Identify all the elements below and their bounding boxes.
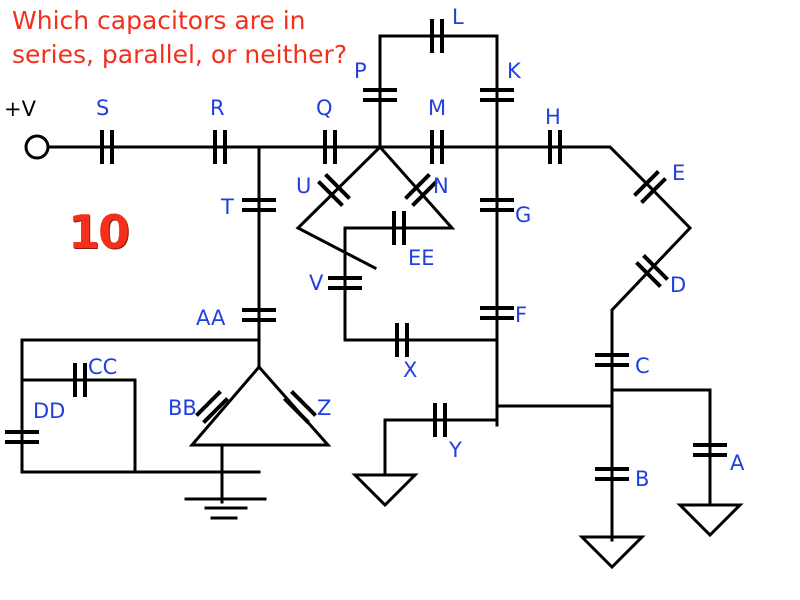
- capacitor-plate: [633, 170, 660, 197]
- label-dd: DD: [33, 399, 65, 423]
- capacitor-e: [633, 170, 667, 204]
- capacitor-v: [328, 276, 362, 290]
- capacitor-d: [635, 254, 669, 288]
- wire-y: [383, 418, 499, 477]
- wire-e-d-c: [610, 184, 693, 408]
- wire-a: [610, 388, 712, 507]
- label-v: V: [309, 271, 324, 295]
- capacitor-plate: [404, 173, 431, 200]
- capacitor-f: [480, 306, 514, 320]
- label-d: D: [670, 273, 686, 297]
- ground-a: [676, 503, 744, 538]
- capacitor-a: [693, 443, 727, 457]
- label-r: R: [210, 96, 225, 120]
- capacitor-plate: [411, 180, 438, 207]
- question-text: Which capacitors are in series, parallel…: [12, 4, 347, 72]
- capacitor-c: [595, 353, 629, 367]
- label-z: Z: [317, 396, 331, 420]
- capacitor-q: [323, 130, 337, 164]
- capacitor-ee: [392, 211, 406, 245]
- label-g: G: [515, 203, 531, 227]
- label-s: S: [96, 96, 109, 120]
- label-aa: AA: [196, 306, 226, 330]
- capacitor-plate: [317, 180, 344, 207]
- wire-n-ee-v-x: [343, 144, 499, 342]
- label-u: U: [296, 174, 311, 198]
- capacitor-plate: [640, 177, 667, 204]
- label-b: B: [635, 467, 649, 491]
- capacitor-plate: [283, 397, 310, 424]
- wire-cc: [20, 378, 137, 474]
- capacitor-plate: [195, 390, 222, 417]
- label-k: K: [507, 59, 522, 83]
- label-x: X: [403, 358, 417, 382]
- capacitor-g: [480, 198, 514, 212]
- capacitor-p: [363, 88, 397, 102]
- label-a: A: [730, 451, 745, 475]
- label-m: M: [428, 96, 446, 120]
- label-n: N: [433, 174, 449, 198]
- wire-junction-b: [495, 404, 614, 542]
- capacitor-aa: [242, 308, 276, 322]
- capacitor-t: [242, 198, 276, 212]
- capacitor-r: [213, 130, 227, 164]
- capacitor-plate: [202, 397, 229, 424]
- capacitor-plate: [324, 173, 351, 200]
- capacitor-labels: S R QP L K M H E D C B A T U N EE V X G F Y AA BB Z CC DD: [33, 5, 745, 491]
- capacitor-h: [548, 130, 562, 164]
- label-y: Y: [448, 438, 462, 462]
- wire-f-down: [490, 338, 499, 422]
- capacitor-n: [404, 173, 438, 207]
- question-line-2: series, parallel, or neither?: [12, 40, 348, 69]
- voltage-source-terminal: [24, 134, 50, 160]
- capacitors: [5, 19, 727, 481]
- grounds: [184, 473, 744, 570]
- label-bb: BB: [168, 396, 197, 420]
- label-e: E: [672, 161, 685, 185]
- capacitor-z: [283, 390, 317, 424]
- label-f: F: [515, 303, 527, 327]
- wire-plk-loop: [378, 34, 499, 149]
- capacitor-l: [430, 19, 444, 53]
- ground-b: [578, 535, 646, 570]
- ground-y: [351, 473, 419, 508]
- problem-number: 10: [68, 205, 130, 259]
- label-ee: EE: [408, 246, 435, 270]
- capacitor-s: [100, 130, 114, 164]
- capacitor-k: [480, 88, 514, 102]
- capacitor-plate: [290, 390, 317, 417]
- label-h: H: [545, 105, 561, 129]
- wire-u-branch: [295, 144, 383, 271]
- label-c: C: [635, 354, 650, 378]
- capacitor-m: [430, 130, 444, 164]
- capacitor-plate: [635, 261, 662, 288]
- question-line-1: Which capacitors are in: [12, 6, 306, 35]
- label-p: P: [354, 59, 367, 83]
- capacitor-cc: [73, 363, 87, 397]
- capacitor-dd: [5, 430, 39, 444]
- label-t: T: [220, 195, 234, 219]
- wires: [20, 34, 712, 542]
- capacitor-y: [433, 403, 447, 437]
- capacitor-b: [595, 467, 629, 481]
- capacitor-plate: [642, 254, 669, 281]
- wire-dd-loop: [20, 338, 261, 474]
- label-cc: CC: [88, 355, 117, 379]
- capacitor-bb: [195, 390, 229, 424]
- source-label: +V: [4, 97, 37, 121]
- label-q: Q: [316, 96, 333, 120]
- capacitor-u: [317, 173, 351, 207]
- wire-main-right: [378, 145, 653, 190]
- label-l: L: [452, 5, 464, 29]
- capacitor-x: [395, 323, 409, 357]
